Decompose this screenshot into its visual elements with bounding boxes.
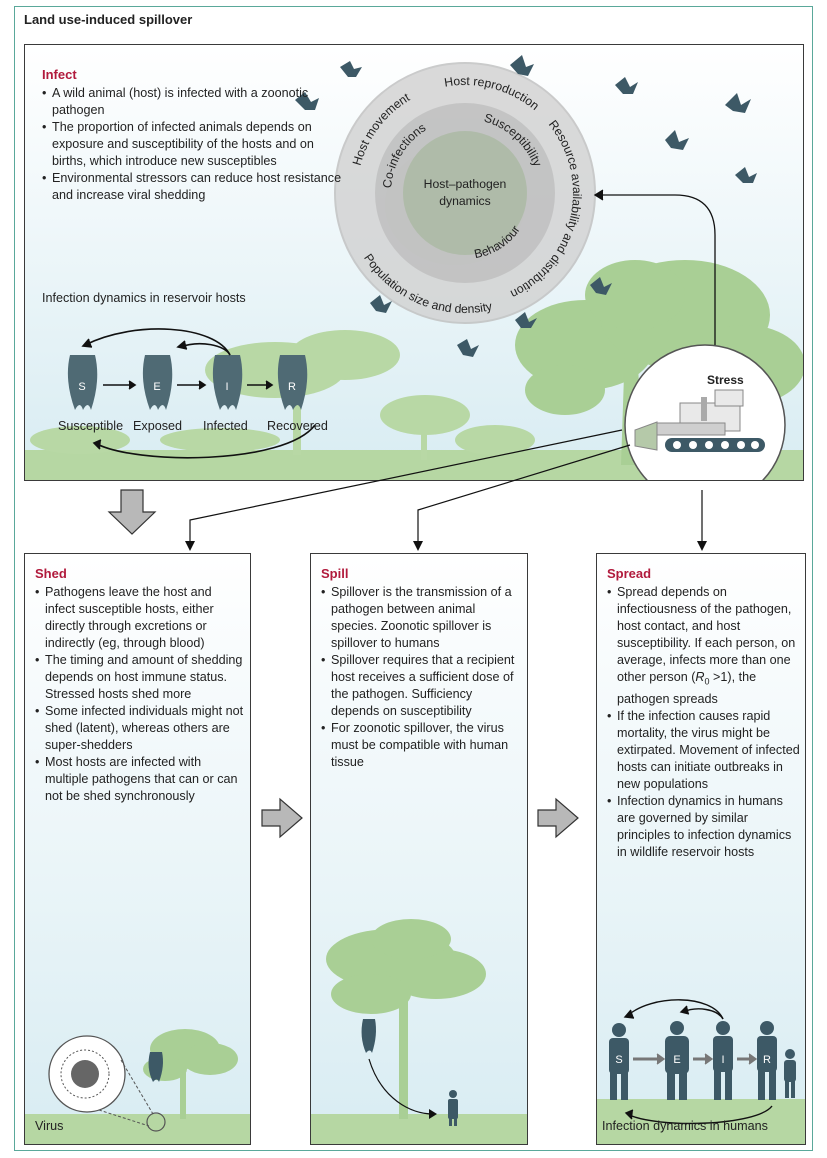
- human-figures: [609, 1021, 796, 1100]
- human-arrows: [623, 999, 773, 1125]
- spread-bullets: Spread depends on infectiousness of the …: [607, 584, 802, 861]
- bat-i: [212, 355, 243, 410]
- virus-label: Virus: [35, 1119, 64, 1133]
- figure-title: Land use-induced spillover: [24, 12, 193, 27]
- bulldozer: [634, 389, 765, 452]
- stress-label: Stress: [707, 373, 744, 387]
- human-i: [713, 1021, 733, 1100]
- r0-symbol: R: [695, 670, 705, 684]
- virus-particle: [71, 1060, 99, 1088]
- infect-bullets: A wild animal (host) is infected with a …: [42, 85, 342, 204]
- infect-bullet: A wild animal (host) is infected with a …: [42, 85, 342, 119]
- bat-r: [277, 355, 308, 410]
- spread-bullet-text-1: Spread depends on infectiousness of the …: [617, 585, 796, 684]
- bat-e: [142, 355, 173, 410]
- infect-panel: Host movement Host reproduction Resource…: [24, 44, 804, 481]
- spread-title: Spread: [607, 566, 652, 581]
- letter-i: I: [721, 1054, 724, 1066]
- spread-scene: S E I R: [597, 999, 805, 1144]
- spill-panel: Spill Spillover is the transmission of a…: [310, 553, 528, 1145]
- letter-e: E: [153, 381, 160, 393]
- shed-panel: Shed Pathogens leave the host and infect…: [24, 553, 251, 1145]
- tree: [326, 919, 486, 1119]
- seir-label-recovered: Recovered: [267, 419, 328, 433]
- spread-bullet: Infection dynamics in humans are governe…: [607, 793, 802, 861]
- letter-r: R: [288, 381, 296, 393]
- figure-frame: [14, 6, 813, 1151]
- infect-title: Infect: [42, 67, 77, 82]
- r0-subscript: 0: [704, 676, 710, 687]
- spill-bullet: For zoonotic spillover, the virus must b…: [321, 720, 523, 771]
- shed-bullet: Most hosts are infected with multiple pa…: [35, 754, 245, 805]
- spill-bullet: Spillover requires that a recipient host…: [321, 652, 523, 720]
- spill-arrow: [368, 1058, 434, 1115]
- letter-e: E: [673, 1054, 680, 1066]
- hanging-bat: [361, 1019, 376, 1053]
- ground: [597, 1099, 805, 1144]
- human-child: [784, 1049, 796, 1098]
- spill-title: Spill: [321, 566, 349, 581]
- shed-bullet: Some infected individuals might not shed…: [35, 703, 245, 754]
- hanging-bat: [148, 1052, 163, 1082]
- zoom-lines: [98, 1059, 154, 1127]
- inner-circle: [403, 131, 527, 255]
- ground: [25, 1114, 250, 1144]
- spread-bullet: If the infection causes rapid mortality,…: [607, 708, 802, 793]
- human-figure: [448, 1090, 458, 1126]
- shed-scene: [25, 1029, 250, 1144]
- center-label-2: dynamics: [439, 194, 490, 208]
- seir-label-susceptible: Susceptible: [58, 419, 124, 433]
- spread-bullet: Spread depends on infectiousness of the …: [607, 584, 802, 708]
- stress-to-circle-arrow: [593, 189, 716, 345]
- flying-bats: [295, 55, 757, 357]
- shed-title: Shed: [35, 566, 67, 581]
- human-s: [609, 1023, 629, 1100]
- seir-bats: S E I R: [67, 355, 308, 410]
- infect-scene: Host movement Host reproduction Resource…: [25, 55, 803, 480]
- spill-scene: [311, 919, 527, 1144]
- infect-bullet: Environmental stressors can reduce host …: [42, 170, 342, 204]
- bat-s: [67, 355, 98, 410]
- letter-s: S: [615, 1054, 622, 1066]
- virus-source: [146, 1112, 166, 1132]
- virus-envelope: [60, 1049, 110, 1099]
- reservoir-title: Infection dynamics in reservoir hosts: [42, 291, 246, 305]
- letter-i: I: [225, 381, 228, 393]
- humans-label: Infection dynamics in humans: [602, 1119, 768, 1133]
- shed-bullet: Pathogens leave the host and infect susc…: [35, 584, 245, 652]
- spread-bullet-text-2: >1), the pathogen spreads: [617, 670, 757, 706]
- seir-label-infected: Infected: [203, 419, 248, 433]
- spill-bullet: Spillover is the transmission of a patho…: [321, 584, 523, 652]
- ground: [311, 1114, 527, 1144]
- letter-s: S: [78, 381, 85, 393]
- spill-bullets: Spillover is the transmission of a patho…: [321, 584, 523, 771]
- shed-bullets: Pathogens leave the host and infect susc…: [35, 584, 245, 805]
- human-r: [757, 1021, 777, 1100]
- letter-r: R: [763, 1054, 771, 1066]
- infect-bullet: The proportion of infected animals depen…: [42, 119, 342, 170]
- spread-panel: S E I R Spread Spread depends on infecti…: [596, 553, 806, 1145]
- seir-label-exposed: Exposed: [133, 419, 183, 433]
- center-label-1: Host–pathogen: [424, 177, 507, 191]
- shed-bullet: The timing and amount of shedding depend…: [35, 652, 245, 703]
- human-e: [665, 1021, 689, 1100]
